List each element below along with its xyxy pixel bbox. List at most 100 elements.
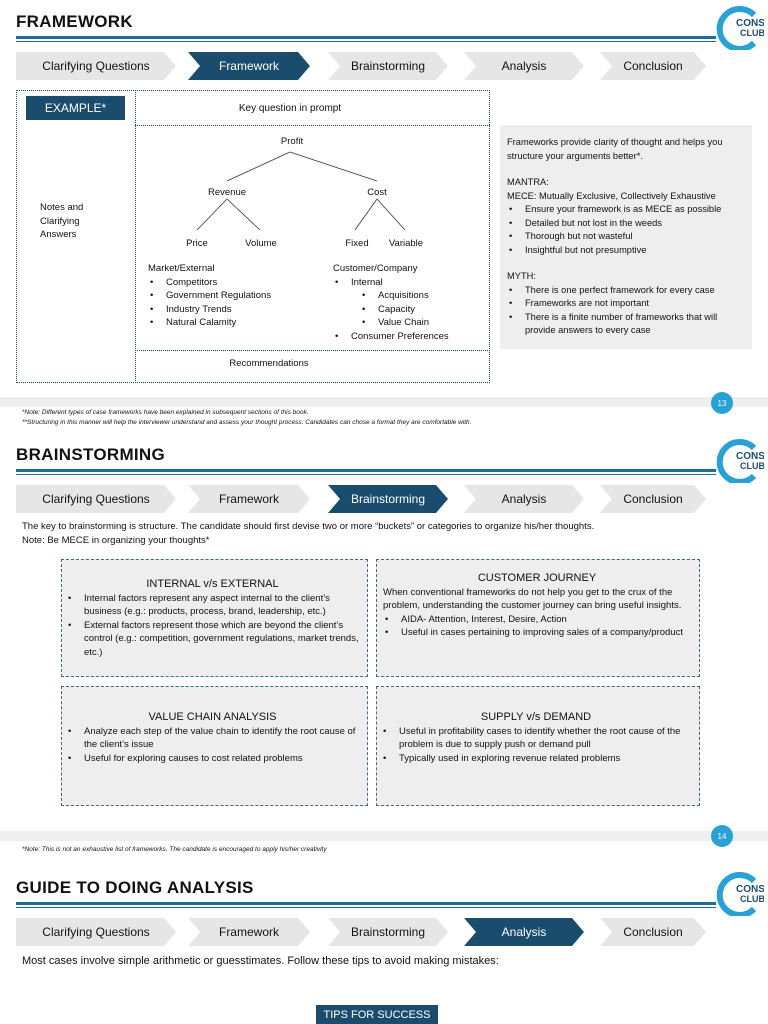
list-item: Useful for exploring causes to cost rela… [66, 752, 359, 766]
step-label: Conclusion [623, 492, 683, 506]
step-label: Framework [218, 59, 279, 73]
company-title: Customer/Company [333, 263, 418, 274]
tips-for-success-header: TIPS FOR SUCCESS [316, 1005, 438, 1024]
framework-title-rule [16, 36, 716, 39]
step-brainstorming[interactable]: Brainstorming [328, 52, 448, 80]
list-item: Acquisitions [360, 289, 489, 303]
list-item: Typically used in exploring revenue rela… [381, 752, 691, 766]
page-band [0, 831, 768, 841]
step-clarifying-questions[interactable]: Clarifying Questions [16, 52, 176, 80]
customer-journey-box: CUSTOMER JOURNEY When conventional frame… [376, 559, 700, 677]
step-framework-active[interactable]: Framework [188, 52, 310, 80]
step-label: Brainstorming [350, 59, 426, 73]
step-label: Framework [218, 492, 279, 506]
tree-fixed: Fixed [345, 238, 369, 249]
step-conclusion[interactable]: Conclusion [600, 485, 706, 513]
step-label: Brainstorming [350, 925, 426, 939]
market-title: Market/External [148, 263, 215, 274]
footnote: **Structuring in this manner will help t… [22, 419, 472, 426]
consult-club-logo: CONSULT CLUB [710, 872, 768, 918]
mece-label: MECE: [507, 190, 537, 201]
logo-line1: CONSULT [736, 18, 764, 29]
step-label: Analysis [501, 925, 547, 939]
step-clarifying-questions[interactable]: Clarifying Questions [16, 485, 176, 513]
tree-volume: Volume [245, 238, 277, 249]
tree-price: Price [186, 238, 208, 249]
logo-line1: CONSULT [736, 884, 764, 895]
box-title: SUPPLY v/s DEMAND [480, 711, 592, 723]
divider [135, 125, 490, 126]
divider [135, 350, 490, 351]
step-label: Brainstorming [350, 492, 426, 506]
list-item: Ensure your framework is as MECE as poss… [507, 203, 746, 217]
list-item: Industry Trends [148, 303, 328, 317]
list-item: There is a finite number of frameworks t… [507, 311, 746, 338]
step-clarifying-questions[interactable]: Clarifying Questions [16, 918, 176, 946]
list-item: Internal factors represent any aspect in… [66, 592, 359, 619]
side-intro: Frameworks provide clarity of thought an… [507, 137, 723, 161]
step-label: Conclusion [623, 59, 683, 73]
step-brainstorming-active[interactable]: Brainstorming [328, 485, 448, 513]
customer-company: Customer/Company Internal Acquisitions C… [333, 262, 489, 343]
myth-title: MYTH: [507, 271, 536, 281]
box-text: When conventional frameworks do not help… [383, 586, 682, 612]
step-conclusion[interactable]: Conclusion [600, 52, 706, 80]
profit-tree [196, 151, 406, 231]
analysis-title-rule-thin [16, 907, 716, 908]
list-item: Natural Calamity [148, 316, 328, 330]
list-item: Frameworks are not important [507, 297, 746, 311]
brainstorming-intro: The key to brainstorming is structure. T… [22, 520, 742, 547]
step-conclusion[interactable]: Conclusion [600, 918, 706, 946]
list-item: There is one perfect framework for every… [507, 284, 746, 298]
recommendations: Recommendations [229, 358, 309, 369]
consult-club-logo: CONSULT CLUB [710, 439, 768, 485]
divider [135, 90, 136, 383]
list-item: Useful in cases pertaining to improving … [383, 626, 691, 640]
analysis-intro: Most cases involve simple arithmetic or … [22, 955, 499, 967]
tree-revenue: Revenue [207, 187, 247, 198]
box-title: CUSTOMER JOURNEY [477, 572, 597, 584]
value-chain-box: VALUE CHAIN ANALYSIS Analyze each step o… [61, 686, 368, 806]
list-item: External factors represent those which a… [66, 619, 359, 660]
framework-diagram [16, 90, 490, 383]
tree-root: Profit [280, 136, 304, 147]
box-title: VALUE CHAIN ANALYSIS [148, 711, 277, 723]
logo-line2: CLUB [740, 461, 764, 471]
analysis-title: GUIDE TO DOING ANALYSIS [16, 878, 254, 897]
step-analysis[interactable]: Analysis [464, 485, 584, 513]
logo-line2: CLUB [740, 28, 764, 38]
mece-text: Mutually Exclusive, Collectively Exhaust… [536, 190, 716, 201]
step-analysis[interactable]: Analysis [464, 52, 584, 80]
step-label: Conclusion [623, 925, 683, 939]
tree-cost: Cost [367, 187, 387, 198]
notes-clarifying: Notes and Clarifying Answers [40, 202, 84, 240]
supply-demand-box: SUPPLY v/s DEMAND Useful in profitabilit… [376, 686, 700, 806]
consult-club-logo: CONSULT CLUB [710, 6, 768, 52]
brainstorming-title-rule-thin [16, 474, 716, 475]
list-item: Government Regulations [148, 289, 328, 303]
list-item: Consumer Preferences [333, 330, 489, 344]
internal-external-box: INTERNAL v/s EXTERNAL Internal factors r… [61, 559, 368, 677]
page-number-badge: 14 [711, 825, 733, 847]
list-item: Thorough but not wasteful [507, 230, 746, 244]
step-label: Clarifying Questions [42, 925, 150, 939]
logo-line1: CONSULT [736, 451, 764, 462]
example-label: EXAMPLE* [26, 96, 125, 120]
intro-line: The key to brainstorming is structure. T… [22, 521, 595, 532]
list-item: Competitors [148, 276, 328, 290]
step-framework[interactable]: Framework [188, 918, 310, 946]
framework-title: FRAMEWORK [16, 12, 133, 31]
analysis-title-rule [16, 902, 716, 905]
mece-line: MECE: Mutually Exclusive, Collectively E… [507, 190, 746, 204]
brainstorming-title-rule [16, 469, 716, 472]
step-analysis-active[interactable]: Analysis [464, 918, 584, 946]
step-label: Clarifying Questions [42, 492, 150, 506]
step-brainstorming[interactable]: Brainstorming [328, 918, 448, 946]
list-item: Insightful but not presumptive [507, 244, 746, 258]
list-item: Value Chain [360, 316, 489, 330]
brainstorming-title: BRAINSTORMING [16, 445, 166, 464]
list-item: Capacity [360, 303, 489, 317]
market-external: Market/External Competitors Government R… [148, 262, 328, 330]
step-framework[interactable]: Framework [188, 485, 310, 513]
framework-title-rule-thin [16, 41, 716, 42]
